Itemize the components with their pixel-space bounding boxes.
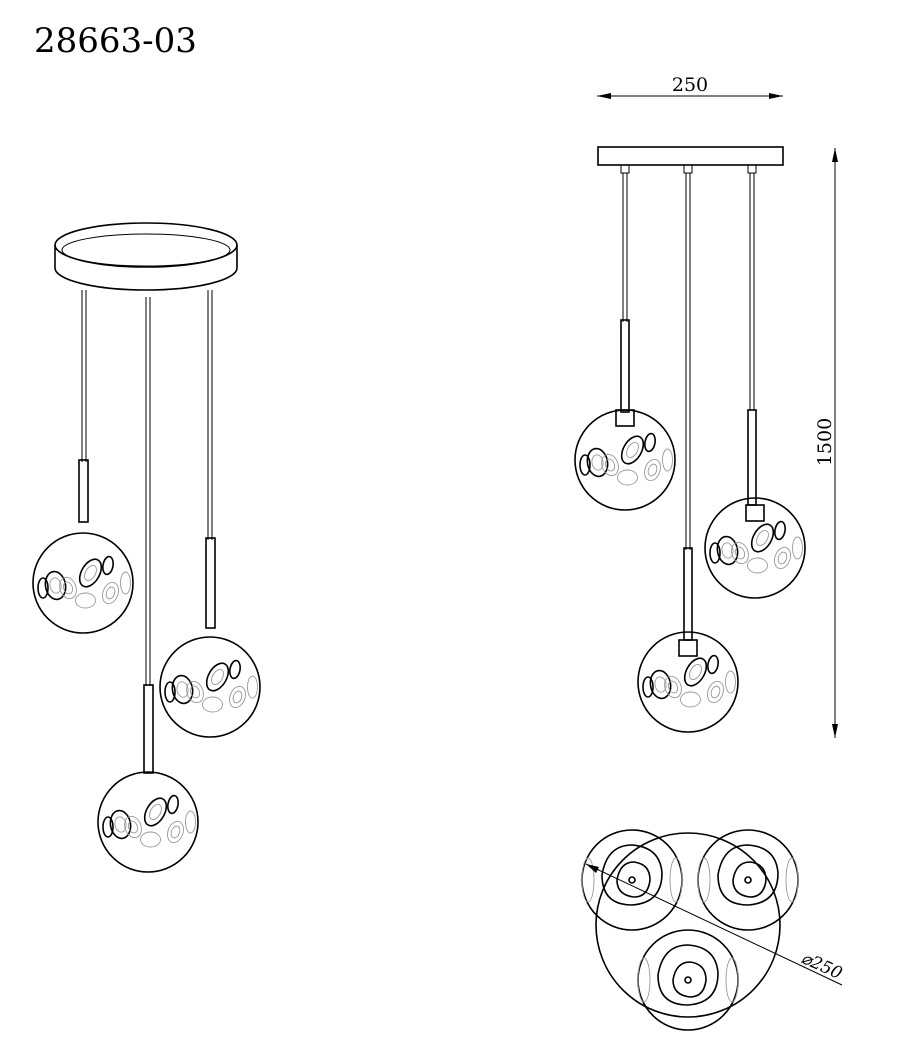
glass-dimple (792, 536, 803, 560)
glass-globe (704, 497, 806, 599)
cords (81, 290, 213, 686)
canopy (597, 146, 784, 166)
canopy-outline (595, 832, 781, 1018)
glass-dimple (683, 657, 708, 687)
glass-dimple (247, 675, 258, 699)
glass-dimple (731, 541, 749, 565)
ceiling-ring (54, 222, 238, 291)
glass-dimple (140, 831, 161, 848)
width-label: 250 (672, 74, 708, 96)
glass-globe (32, 532, 134, 634)
glass-dimple (102, 555, 114, 576)
glass-dimple (124, 815, 142, 839)
diameter-label: ⌀250 (798, 948, 845, 984)
glass-dimple (716, 535, 739, 566)
glass-dimple (747, 557, 768, 574)
perspective-view (32, 222, 261, 873)
glass-dimple (617, 469, 638, 486)
rod (143, 684, 154, 774)
glass-dimple (202, 696, 223, 713)
glass-dimple (167, 794, 179, 815)
glass-dimple (120, 571, 131, 595)
glass-dimple (164, 681, 176, 703)
glass-dimple (229, 685, 246, 709)
glass-dimple (774, 546, 791, 570)
glass-dimple (774, 520, 786, 541)
glass-globe-top (697, 829, 799, 931)
glass-dimple (44, 570, 67, 601)
glass-globe (159, 636, 261, 738)
bottom-view: ⌀250 (581, 829, 845, 1031)
glass-dimple (586, 447, 609, 478)
glass-globe-top (581, 829, 683, 931)
glass-globe (97, 771, 199, 873)
glass-dimple (185, 810, 196, 834)
glass-dimple (750, 523, 775, 553)
glass-dimple (579, 454, 591, 476)
glass-globe (637, 631, 739, 733)
glass-dimple (167, 820, 184, 844)
glass-dimple (642, 676, 654, 698)
glass-dimple (644, 458, 661, 482)
glass-dimple (109, 809, 132, 840)
glass-globe-top (637, 929, 739, 1031)
glass-dimple (205, 662, 230, 692)
rod (78, 459, 89, 523)
diameter-dimension-line (585, 863, 843, 986)
glass-dimple (171, 674, 194, 705)
glass-dimple (75, 592, 96, 609)
glass-dimple (601, 453, 619, 477)
height-label: 1500 (814, 418, 836, 466)
glass-dimple (620, 435, 645, 465)
product-code: 28663-03 (34, 21, 197, 61)
glass-dimple (680, 691, 701, 708)
glass-dimple (59, 576, 77, 600)
glass-dimple (37, 577, 49, 599)
glass-dimple (102, 581, 119, 605)
glass-dimple (707, 680, 724, 704)
glass-dimple (664, 675, 682, 699)
glass-dimple (143, 797, 168, 827)
glass-dimple (707, 654, 719, 675)
glass-dimple (229, 659, 241, 680)
front-view: 250 1500 (574, 74, 838, 738)
glass-dimple (644, 432, 656, 453)
glass-dimple (662, 448, 673, 472)
glass-globe (574, 409, 676, 511)
glass-dimple (725, 670, 736, 694)
glass-dimple (709, 542, 721, 564)
glass-dimple (78, 558, 103, 588)
rod (205, 537, 216, 629)
glass-dimple (102, 816, 114, 838)
glass-dimple (649, 669, 672, 700)
glass-dimple (186, 680, 204, 704)
